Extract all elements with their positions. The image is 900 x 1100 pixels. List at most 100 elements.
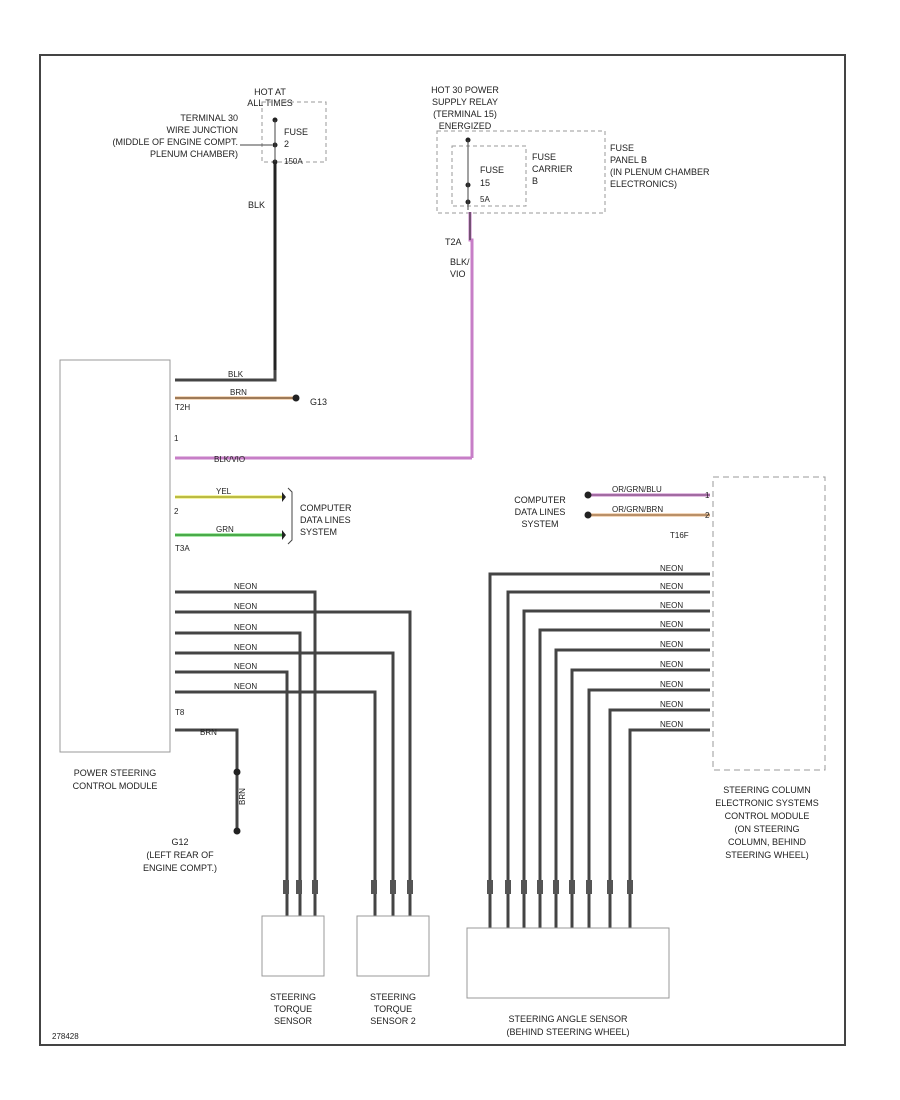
ground-location-1: G12: [171, 837, 188, 847]
g13-label: G13: [310, 397, 327, 407]
column-module-box: [712, 476, 826, 771]
fuse-15-label-2: 15: [480, 178, 490, 188]
power-steering-label-2: CONTROL MODULE: [73, 781, 158, 791]
torque-wire-3: [175, 631, 302, 880]
angle-pin-2: [505, 880, 511, 894]
diagram-code: 278428: [52, 1032, 79, 1041]
power-steering-module: POWER STEERING CONTROL MODULE BLK BRN G1…: [59, 359, 472, 880]
wire-grn-label: GRN: [216, 525, 234, 534]
pin-2-label: 2: [174, 507, 179, 516]
data-lines-left-3: SYSTEM: [300, 527, 337, 537]
torque-wire-label-1: NEON: [234, 582, 257, 591]
angle-pin-8: [607, 880, 613, 894]
ground-wire-label-2: BRN: [238, 788, 247, 805]
column-data-dot-1: [584, 491, 592, 499]
torque-sensor-1: STEERING TORQUE SENSOR: [261, 880, 325, 1026]
fuse-carrier-label-3: B: [532, 176, 538, 186]
blk-wire-label: BLK: [248, 200, 265, 210]
column-module-label-1: STEERING COLUMN: [723, 785, 811, 795]
column-module-label-5: COLUMN, BEHIND: [728, 837, 807, 847]
angle-wire-label-4: NEON: [660, 620, 683, 629]
torque-sensor-wires: NEON NEON NEON NEON NEON NEON: [175, 582, 412, 880]
relay-label-4: ENERGIZED: [439, 121, 492, 131]
fuse-carrier-box: [436, 130, 606, 214]
hot-label-1: HOT AT: [254, 87, 286, 97]
connector-t2a-label: T2A: [445, 237, 462, 247]
angle-wire-9: [628, 728, 710, 880]
fuse-carrier-label-2: CARRIER: [532, 164, 573, 174]
angle-wire-label-6: NEON: [660, 660, 683, 669]
terminal-30-label-1: TERMINAL 30: [180, 113, 238, 123]
connector-t2h-label: T2H: [175, 403, 190, 412]
power-relay-block: HOT 30 POWER SUPPLY RELAY (TERMINAL 15) …: [431, 85, 710, 214]
torque-sensor-1-label-3: SENSOR: [274, 1016, 313, 1026]
angle-pin-1: [487, 880, 493, 894]
angle-sensor-box: [466, 927, 670, 999]
torque-sensor-2-label-2: TORQUE: [374, 1004, 412, 1014]
data-lines-left-1: COMPUTER: [300, 503, 352, 513]
fuse-15-label-1: FUSE: [480, 165, 504, 175]
angle-wire-label-9: NEON: [660, 720, 683, 729]
power-steering-label-1: POWER STEERING: [74, 768, 157, 778]
connector-t16f-label: T16F: [670, 531, 689, 540]
pin-2b-label: 2: [705, 511, 710, 520]
angle-wire-1: [488, 572, 710, 880]
angle-pin-4: [537, 880, 543, 894]
wire-brn-label: BRN: [230, 388, 247, 397]
angle-sensor-label-2: (BEHIND STEERING WHEEL): [506, 1027, 629, 1037]
data-lines-right-1: COMPUTER: [514, 495, 566, 505]
fuse-2-amps: 150A: [284, 157, 303, 166]
angle-wire-label-7: NEON: [660, 680, 683, 689]
pin-1-label: 1: [174, 434, 179, 443]
torque-1-pin-a: [283, 880, 289, 894]
angle-pin-5: [553, 880, 559, 894]
angle-wire-2: [506, 590, 710, 880]
angle-wire-6: [570, 668, 710, 880]
torque-wire-label-6: NEON: [234, 682, 257, 691]
torque-sensor-2: STEERING TORQUE SENSOR 2: [356, 880, 430, 1026]
wire-blk-vio-label: BLK/VIO: [214, 455, 245, 464]
torque-wire-2: [175, 610, 412, 880]
torque-2-pin-b: [390, 880, 396, 894]
angle-sensor: STEERING ANGLE SENSOR (BEHIND STEERING W…: [466, 880, 670, 1037]
angle-wire-label-5: NEON: [660, 640, 683, 649]
terminal-30-label-3: (MIDDLE OF ENGINE COMPT.: [112, 137, 238, 147]
torque-wire-4: [175, 651, 395, 880]
angle-wire-8: [608, 708, 710, 880]
fuse-panel-label-4: ELECTRONICS): [610, 179, 677, 189]
angle-sensor-leads: [488, 894, 632, 928]
relay-label-2: SUPPLY RELAY: [432, 97, 498, 107]
fuse-2-box: [261, 101, 327, 163]
wire-column-data-1-label: OR/GRN/BLU: [612, 485, 662, 494]
hot-label-2: ALL TIMES: [247, 98, 293, 108]
ground-wire: [175, 728, 239, 830]
angle-sensor-pins: [487, 880, 633, 894]
angle-wire-label-8: NEON: [660, 700, 683, 709]
torque-sensor-2-box: [356, 915, 430, 977]
angle-pin-6: [569, 880, 575, 894]
data-arrow-yel: [282, 492, 286, 502]
column-module-label-6: STEERING WHEEL): [725, 850, 809, 860]
column-data-dot-2: [584, 511, 592, 519]
data-lines-right-3: SYSTEM: [521, 519, 558, 529]
blk-vio-label-2: VIO: [450, 269, 466, 279]
wire-column-data-2-label: OR/GRN/BRN: [612, 505, 663, 514]
angle-wire-7: [587, 688, 710, 880]
ground-wire-label-1: BRN: [200, 728, 217, 737]
torque-wire-5: [175, 670, 289, 880]
column-module-label-4: (ON STEERING: [734, 824, 799, 834]
torque-wire-label-4: NEON: [234, 643, 257, 652]
relay-label-1: HOT 30 POWER: [431, 85, 499, 95]
pin-1b-label: 1: [705, 491, 710, 500]
angle-sensor-wires: NEON NEON NEON NEON NEON NEON NEON NEON …: [488, 564, 710, 880]
torque-sensor-1-box: [261, 915, 325, 977]
angle-wire-label-2: NEON: [660, 582, 683, 591]
ground-splice-dot: [233, 768, 241, 776]
fuse-2-label-2: 2: [284, 139, 289, 149]
angle-sensor-label-1: STEERING ANGLE SENSOR: [508, 1014, 628, 1024]
column-module: STEERING COLUMN ELECTRONIC SYSTEMS CONTR…: [488, 476, 826, 880]
torque-2-pin-a: [371, 880, 377, 894]
torque-wire-label-5: NEON: [234, 662, 257, 671]
data-lines-left-2: DATA LINES: [300, 515, 351, 525]
angle-wire-label-1: NEON: [660, 564, 683, 573]
